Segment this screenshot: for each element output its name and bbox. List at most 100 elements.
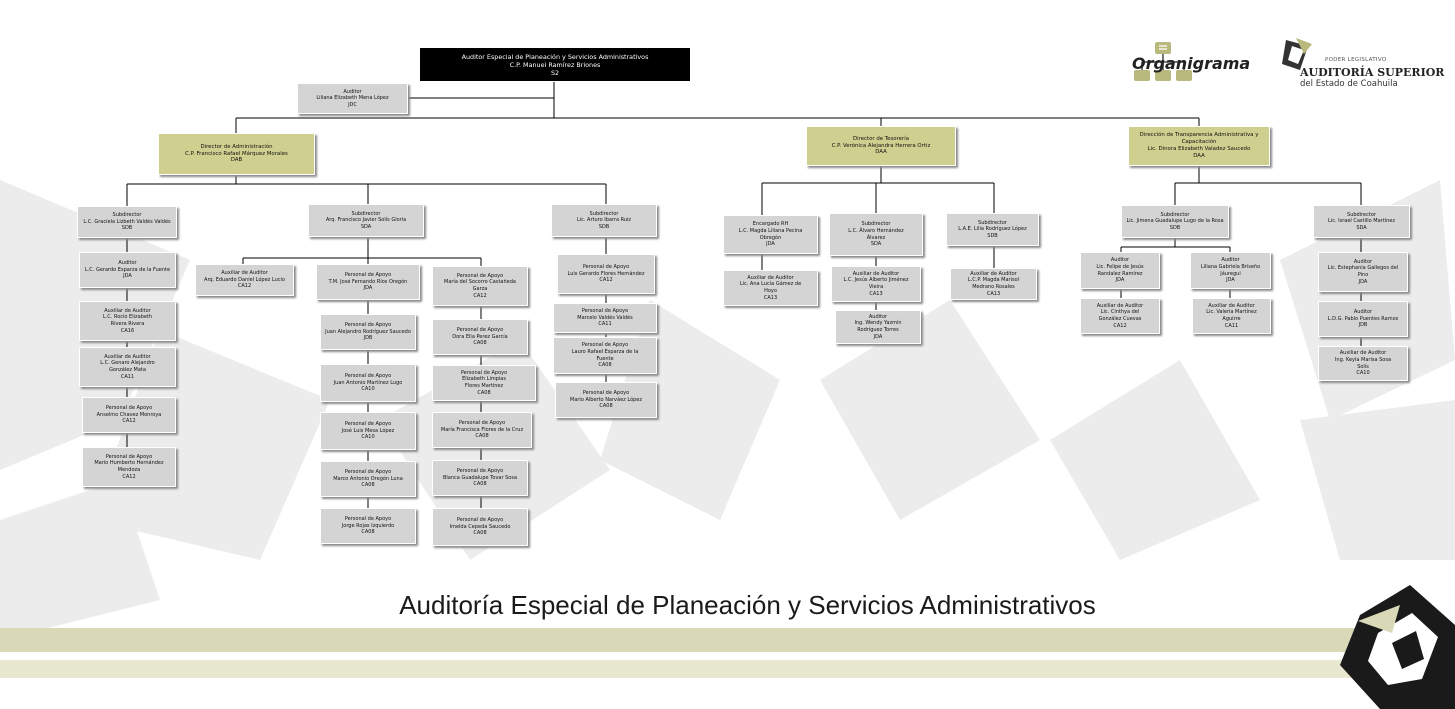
treasury-sub2-box: Subdirector L.A.E. Lilia Rodríguez López… bbox=[946, 213, 1039, 246]
box-line: JDA bbox=[1358, 278, 1368, 285]
box-line: CA16 bbox=[120, 327, 135, 334]
box-line: CA08 bbox=[599, 403, 613, 410]
admin-sub2-box: Subdirector Arq. Francisco Javier Solís … bbox=[308, 204, 424, 237]
box-line: L.C. Gerardo Esparza de la Fuente bbox=[84, 266, 171, 273]
admin-sub1-staff-box: Auditor L.C. Gerardo Esparza de la Fuent… bbox=[79, 252, 176, 288]
box-line: Auxiliar de Auditor bbox=[104, 353, 151, 360]
box-line: Personal de Apoyo bbox=[344, 373, 392, 380]
org-chart-icon bbox=[1134, 42, 1192, 81]
box-line: Auditor bbox=[1353, 258, 1373, 265]
transparency-aud2-box: Auditor Liliana Gabriela Briseño Jáuregu… bbox=[1190, 252, 1271, 289]
box-line: Blanca Guadalupe Tovar Sosa bbox=[442, 474, 518, 481]
institution-branch: PODER LEGISLATIVO bbox=[1325, 57, 1387, 63]
box-line: González Cuevas bbox=[1098, 316, 1142, 322]
box-line: CA12 bbox=[122, 473, 136, 480]
admin-sub2-col2-box: Personal de Apoyo Elizabeth Limpias Flor… bbox=[432, 365, 536, 401]
director-transparency-box: Dirección de Transparencia Administrativ… bbox=[1128, 126, 1270, 166]
box-line: SDB bbox=[121, 225, 133, 232]
admin-sub3-staff-box: Personal de Apoyo Marcelo Valdés Valdés … bbox=[553, 303, 657, 333]
box-line: Personal de Apoyo bbox=[582, 390, 630, 397]
box-line: Aguirre bbox=[1222, 316, 1241, 322]
box-line: José Luis Mesa López bbox=[341, 427, 395, 434]
box-line: Personal de Apoyo bbox=[105, 405, 153, 412]
director-admin-box: Director de Administración C.P. Francisc… bbox=[158, 133, 315, 175]
box-line: SDB bbox=[987, 232, 998, 239]
box-line: Mario Alberto Narváez López bbox=[570, 396, 642, 403]
admin-sub2-col1-box: Personal de Apoyo José Luis Mesa López C… bbox=[320, 412, 416, 450]
box-line: Ing. Keyla Marisa Sosa bbox=[1334, 356, 1392, 363]
box-line: Vieira bbox=[868, 284, 884, 290]
box-line: Auditor bbox=[1353, 309, 1373, 316]
box-line: L.A.E. Lilia Rodríguez López bbox=[958, 226, 1027, 233]
box-line: CA11 bbox=[598, 321, 612, 328]
box-line: C.P. Manuel Ramírez Briones bbox=[509, 60, 601, 69]
box-line: CA12 bbox=[599, 277, 613, 284]
box-line: Álvarez bbox=[866, 234, 886, 241]
box-line: Flores Martínez bbox=[464, 383, 504, 389]
box-line: Lic. Estephania Gallegos del bbox=[1327, 265, 1399, 272]
box-line: Lauro Rafael Esparza de la bbox=[571, 348, 639, 355]
box-line: SDA bbox=[1356, 224, 1367, 231]
box-line: L.C. Genaro Alejandro bbox=[100, 360, 155, 367]
box-line: Auditor Especial de Planeación y Servici… bbox=[461, 52, 649, 61]
box-line: CA13 bbox=[869, 290, 883, 297]
transparency-sub1-box: Subdirector Lic. Jimena Guadalupe Lugo d… bbox=[1121, 205, 1229, 238]
box-line: CA12 bbox=[473, 292, 487, 299]
box-line: Lic. Ana Lucía Gámez de bbox=[739, 281, 802, 288]
box-line: Elizabeth Limpias bbox=[462, 376, 506, 383]
box-line: CA12 bbox=[122, 418, 136, 425]
box-line: Pino bbox=[1357, 272, 1369, 278]
admin-sub2-col1-box: Personal de Apoyo Marco Antonio Oregón L… bbox=[320, 461, 416, 497]
box-line: Auditor bbox=[1221, 257, 1240, 264]
box-line: Jorge Rojas Izquierdo bbox=[341, 522, 395, 529]
box-line: Arq. Francisco Javier Solís Gloria bbox=[325, 217, 407, 224]
box-line: Auditor bbox=[118, 260, 137, 267]
box-line: L.C.P. Magda Marisol bbox=[967, 277, 1020, 284]
box-line: DAA bbox=[1193, 152, 1205, 159]
box-line: Rodríguez Torres bbox=[857, 327, 899, 333]
box-line: Personal de Apoyo bbox=[344, 322, 392, 329]
box-line: Auditor bbox=[343, 88, 362, 95]
director-treasury-box: Director de Tesorería C.P. Verónica Alej… bbox=[806, 126, 956, 166]
box-line: Encargado RH bbox=[752, 221, 789, 228]
treasury-sub1-box: Subdirector L.C. Álvaro Hernández Álvare… bbox=[829, 213, 923, 256]
box-line: JDB bbox=[363, 335, 373, 342]
box-line: María del Socorro Castañeda bbox=[444, 279, 516, 286]
admin-sub2-col2-box: Personal de Apoyo Dora Elia Perez García… bbox=[432, 319, 528, 355]
transparency-sub2-staff-box: Auxiliar de Auditor Ing. Keyla Marisa So… bbox=[1318, 346, 1408, 381]
box-line: CA08 bbox=[361, 482, 375, 489]
box-line: SDB bbox=[1169, 224, 1181, 231]
treasury-rh-box: Encargado RH L.C. Magda Liliana Pecina O… bbox=[723, 215, 818, 254]
admin-sub1-box: Subdirector L.C. Graciela Lizbeth Valdés… bbox=[77, 206, 177, 238]
box-line: JDA bbox=[1226, 277, 1235, 284]
box-line: Liliana Elizabeth Mena López bbox=[316, 95, 389, 102]
box-line: Capacitación bbox=[1181, 139, 1217, 146]
box-line: Personal de Apoyo bbox=[582, 264, 630, 271]
box-line: L.C. Magda Liliana Pecina bbox=[738, 227, 803, 234]
box-line: Subdirector bbox=[978, 219, 1007, 226]
head-box: Auditor Especial de Planeación y Servici… bbox=[419, 47, 691, 82]
box-line: Subdirector bbox=[351, 210, 381, 217]
box-line: González Mata bbox=[109, 367, 146, 373]
box-line: CA13 bbox=[986, 290, 1001, 297]
box-line: Hoyo bbox=[764, 288, 777, 294]
box-line: JDA bbox=[1115, 277, 1125, 284]
transparency-sub2-box: Subdirector Lic. Israel Castillo Martíne… bbox=[1313, 205, 1410, 238]
box-line: Imelda Cepeda Saucedo bbox=[449, 523, 511, 530]
transparency-sub2-staff-box: Auditor Lic. Estephania Gallegos del Pin… bbox=[1318, 252, 1408, 292]
admin-sub3-staff-box: Personal de Apoyo Luis Gerardo Flores He… bbox=[557, 254, 655, 294]
box-line: CA12 bbox=[1113, 322, 1127, 329]
box-line: L.C. Graciela Lizbeth Valdés Valdés bbox=[83, 218, 171, 225]
box-line: Personal de Apoyo bbox=[581, 308, 629, 315]
treasury-sub2-aux-box: Auxiliar de Auditor L.C.P. Magda Marisol… bbox=[950, 268, 1037, 300]
box-line: Luis Gerardo Flores Hernández bbox=[567, 270, 645, 277]
institution-name: AUDITORÍA SUPERIOR bbox=[1300, 66, 1445, 79]
box-line: Personal de Apoyo bbox=[456, 272, 504, 279]
box-line: Auxiliar de Auditor bbox=[1339, 350, 1387, 357]
admin-sub2-col1-box: Personal de Apoyo T.M. José Fernando Río… bbox=[316, 264, 420, 300]
admin-sub2-col2-box: Personal de Apoyo Imelda Cepeda Saucedo … bbox=[432, 508, 528, 546]
box-line: Director de Administración bbox=[200, 143, 273, 150]
box-line: Personal de Apoyo bbox=[344, 421, 392, 428]
admin-sub2-aux-box: Auxiliar de Auditor Arq. Eduardo Daniel … bbox=[195, 264, 294, 296]
box-line: CA08 bbox=[473, 530, 487, 537]
